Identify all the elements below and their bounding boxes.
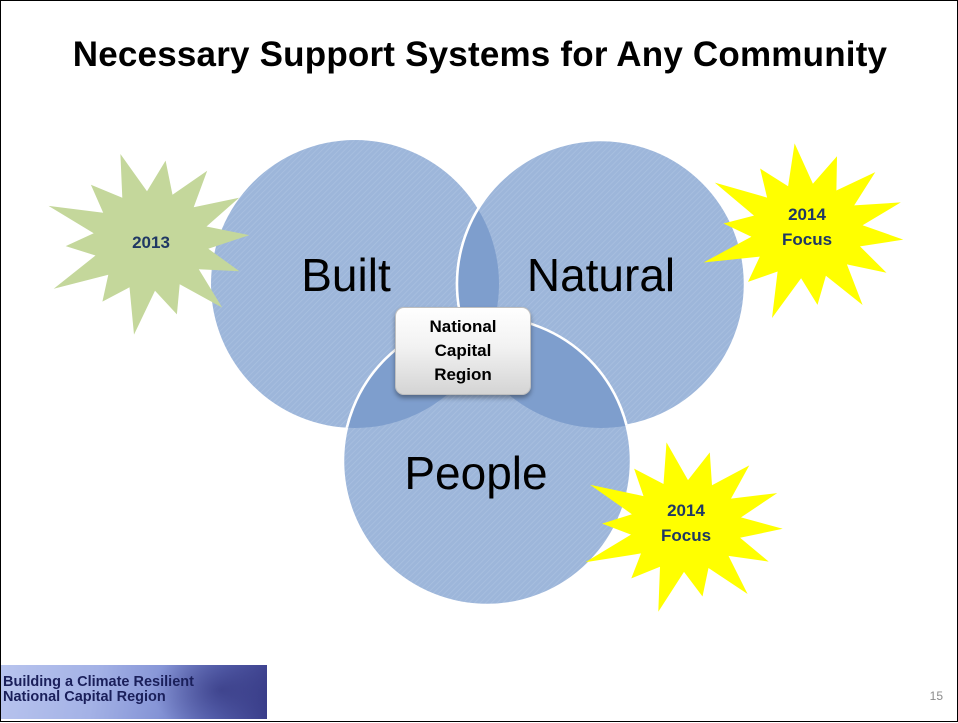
star-label-people-focus: Focus (661, 526, 711, 545)
page-number: 15 (929, 689, 943, 703)
circle-label-built: Built (301, 249, 391, 301)
footer-logo-line1: Building a Climate Resilient (3, 674, 194, 690)
starburst-people-focus: 2014 Focus (585, 442, 783, 612)
circle-label-natural: Natural (527, 249, 675, 301)
slide-title: Necessary Support Systems for Any Commun… (72, 35, 888, 74)
circle-label-people: People (404, 447, 547, 499)
star-label-natural-year: 2014 (788, 205, 826, 224)
footer-logo: Building a Climate Resilient National Ca… (1, 665, 267, 719)
footer-logo-line2: National Capital Region (3, 689, 166, 705)
arc-natural-edge (455, 140, 499, 428)
star-label-2013: 2013 (132, 233, 170, 252)
center-box-label: National Capital Region (429, 317, 497, 384)
star-label-natural-focus: Focus (782, 230, 832, 249)
center-box-national-capital-region: National Capital Region (395, 307, 531, 395)
star-label-people-year: 2014 (667, 501, 705, 520)
starburst-2013: 2013 (48, 154, 250, 335)
starburst-natural-focus: 2014 Focus (703, 143, 904, 318)
overlap-natural-people (457, 317, 631, 428)
